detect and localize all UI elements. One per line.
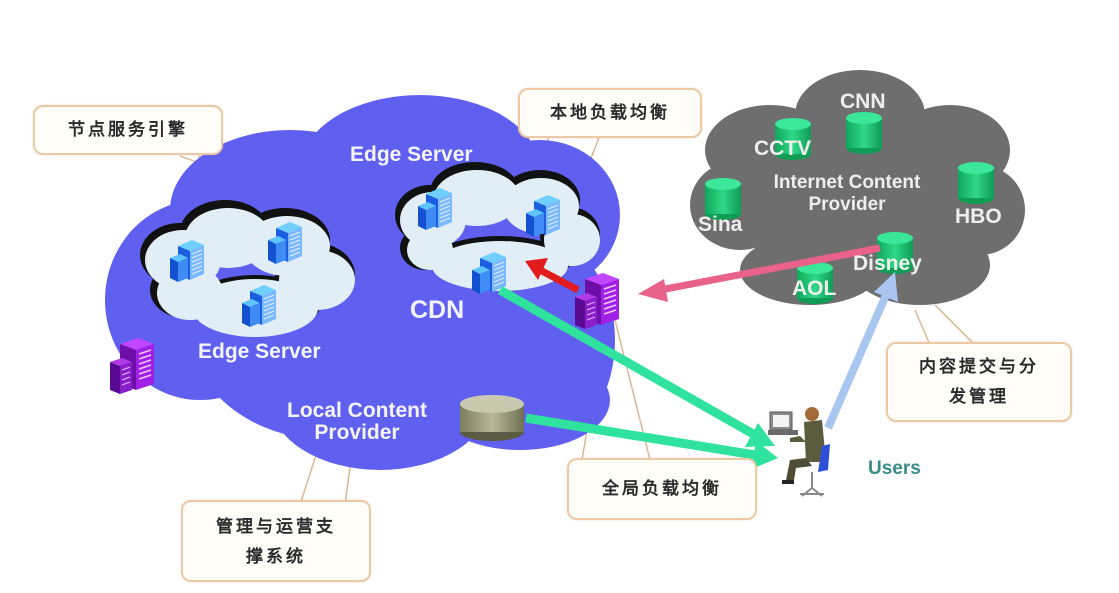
hbo-database-icon: [958, 162, 994, 204]
pink-arrow: [638, 244, 881, 302]
edge-server-label-left: Edge Server: [198, 340, 321, 363]
cdn-label: CDN: [410, 296, 465, 324]
callout-ops-support-system: 管理与运营支 撑系统: [181, 500, 371, 582]
icp-label-line2: Provider: [808, 194, 886, 215]
users-label: Users: [868, 458, 921, 479]
local-content-provider-line2: Provider: [314, 421, 400, 444]
callout-content-submission-line2: 发管理: [949, 387, 1009, 407]
callout-content-submission: 内容提交与分 发管理: [886, 342, 1072, 422]
green-arrow-local-to-user: [525, 413, 778, 469]
provider-aol-label: AOL: [792, 277, 837, 300]
lightblue-arrow-user-to-icp: [824, 272, 898, 430]
provider-hbo-label: HBO: [955, 205, 1002, 228]
callout-node-service-engine: 节点服务引擎: [33, 105, 223, 155]
provider-sina-label: Sina: [698, 213, 743, 236]
edge-server-label-top: Edge Server: [350, 143, 473, 166]
callout-ops-support-line2: 撑系统: [246, 547, 306, 567]
red-arrow: [525, 258, 580, 294]
icp-label-line1: Internet Content: [773, 172, 921, 193]
callout-content-submission-line1: 内容提交与分: [919, 357, 1039, 377]
callout-global-load-balancing: 全局负载均衡: [567, 458, 757, 520]
provider-cctv-label: CCTV: [754, 137, 812, 160]
cnn-database-icon: [846, 112, 882, 154]
icp-label: Internet Content Provider: [752, 172, 942, 216]
user-at-computer-icon: [768, 407, 830, 497]
local-content-provider-line1: Local Content: [287, 399, 427, 422]
local-content-provider-label: Local Content Provider: [272, 400, 442, 444]
callout-ops-support-line1: 管理与运营支: [216, 517, 336, 537]
provider-disney-label: Disney: [853, 252, 922, 275]
provider-cnn-label: CNN: [840, 90, 886, 113]
local-content-database-icon: [460, 395, 524, 441]
green-arrow-cdn-to-user: [497, 286, 775, 447]
callout-local-load-balancing: 本地负载均衡: [518, 88, 702, 138]
